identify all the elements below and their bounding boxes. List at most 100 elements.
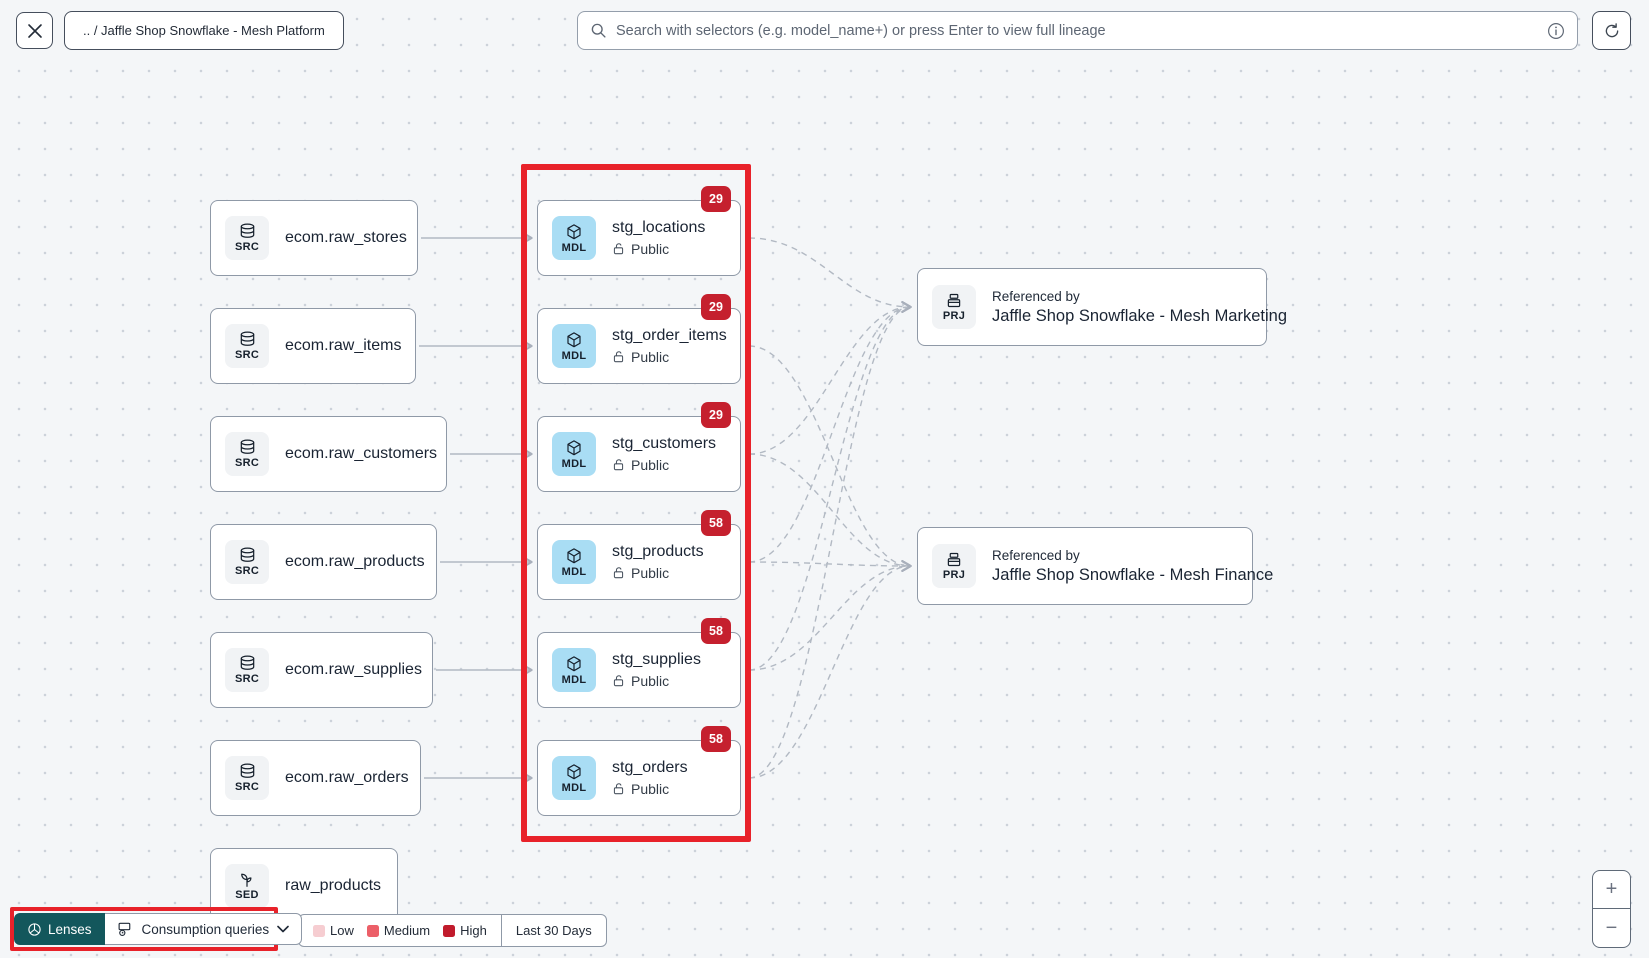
unlock-icon <box>613 567 624 579</box>
query-lens-icon <box>118 922 130 937</box>
node-label: ecom.raw_orders <box>285 769 409 786</box>
node-type-label: SRC <box>234 349 260 361</box>
node-label: ecom.raw_supplies <box>285 661 422 678</box>
close-icon <box>27 23 42 38</box>
refresh-button[interactable] <box>1592 11 1631 50</box>
cube-icon <box>567 763 581 779</box>
node-type-label: SRC <box>234 673 260 685</box>
consumption-count-badge: 29 <box>701 402 731 428</box>
chevron-down-icon <box>277 925 289 933</box>
node-model-stg-order-items[interactable]: 29 MDL stg_order_items Public <box>537 294 741 384</box>
model-column-highlight <box>521 164 751 842</box>
node-label: stg_locations <box>612 219 706 236</box>
node-source-raw-stores[interactable]: SRC ecom.raw_stores <box>210 200 418 276</box>
referenced-by-label: Referenced by <box>992 547 1080 563</box>
zoom-in-button[interactable]: + <box>1593 871 1630 909</box>
database-icon <box>240 223 254 238</box>
database-icon <box>240 547 254 562</box>
time-range-label: Last 30 Days <box>515 923 592 938</box>
model-iconbox: MDL <box>552 540 596 584</box>
access-label: Public <box>631 241 670 257</box>
node-type-label: SRC <box>234 241 260 253</box>
project-iconbox: PRJ <box>932 544 976 588</box>
close-button[interactable] <box>16 12 53 49</box>
database-icon <box>240 439 254 454</box>
node-type-label: MDL <box>561 349 587 362</box>
node-label: stg_customers <box>612 435 717 452</box>
node-model-stg-customers[interactable]: 29 MDL stg_customers Public <box>537 402 741 492</box>
node-source-raw-items[interactable]: SRC ecom.raw_items <box>210 308 416 384</box>
legend-swatch-medium <box>366 924 379 937</box>
seedling-icon <box>241 873 252 887</box>
node-model-stg-orders[interactable]: 58 MDL stg_orders Public <box>537 726 741 816</box>
source-iconbox: SRC <box>225 540 269 584</box>
source-iconbox: SRC <box>225 324 269 368</box>
node-label: stg_supplies <box>612 651 701 668</box>
access-label: Public <box>631 565 670 581</box>
consumption-count-badge: 58 <box>701 618 731 644</box>
cube-icon <box>567 655 581 671</box>
node-label: ecom.raw_items <box>285 337 402 354</box>
legend-swatch-low <box>313 924 325 937</box>
lens-selector[interactable]: Consumption queries <box>104 913 303 945</box>
cube-icon <box>567 547 581 563</box>
project-name: Jaffle Shop Snowflake - Mesh Marketing <box>992 306 1288 325</box>
model-iconbox: MDL <box>552 432 596 476</box>
lens-bar: Lenses Consumption queries <box>14 913 303 945</box>
unlock-icon <box>613 351 624 363</box>
consumption-count-badge: 58 <box>701 510 731 536</box>
archive-box-icon <box>947 293 961 308</box>
legend-label-medium: Medium <box>383 923 431 938</box>
node-source-raw-customers[interactable]: SRC ecom.raw_customers <box>210 416 447 492</box>
node-type-label: SRC <box>234 781 260 793</box>
legend-label-high: High <box>460 923 487 938</box>
consumption-count-badge: 58 <box>701 726 731 752</box>
unlock-icon <box>613 675 624 687</box>
node-project-mesh-finance[interactable]: PRJ Referenced by Jaffle Shop Snowflake … <box>917 527 1273 605</box>
search-input[interactable] <box>616 22 1538 39</box>
node-type-label: MDL <box>561 781 587 794</box>
model-iconbox: MDL <box>552 216 596 260</box>
zoom-out-button[interactable]: − <box>1605 916 1618 939</box>
node-seed-raw-products[interactable]: SED raw_products <box>210 848 398 924</box>
search-bar[interactable] <box>577 11 1578 50</box>
database-icon <box>240 763 254 778</box>
lens-icon <box>28 922 41 936</box>
cube-icon <box>567 439 581 455</box>
node-source-raw-products[interactable]: SRC ecom.raw_products <box>210 524 437 600</box>
node-source-raw-orders[interactable]: SRC ecom.raw_orders <box>210 740 421 816</box>
node-project-mesh-marketing[interactable]: PRJ Referenced by Jaffle Shop Snowflake … <box>917 268 1287 346</box>
node-type-label: PRJ <box>942 310 966 322</box>
node-type-label: MDL <box>561 565 587 578</box>
legend-swatch-high <box>443 924 456 937</box>
cube-icon <box>567 331 581 347</box>
node-label: ecom.raw_customers <box>285 445 438 462</box>
model-iconbox: MDL <box>552 648 596 692</box>
lens-selector-value: Consumption queries <box>141 921 270 937</box>
node-type-label: PRJ <box>942 569 966 581</box>
node-label: ecom.raw_stores <box>285 229 407 246</box>
node-source-raw-supplies[interactable]: SRC ecom.raw_supplies <box>210 632 433 708</box>
legend-item-low: Low <box>313 923 354 938</box>
source-iconbox: SRC <box>225 216 269 260</box>
node-model-stg-locations[interactable]: 29 MDL stg_locations Public <box>537 186 741 276</box>
project-name: Jaffle Shop Snowflake - Mesh Finance <box>992 565 1274 584</box>
consumption-count-badge: 29 <box>701 294 731 320</box>
referenced-by-label: Referenced by <box>992 288 1080 304</box>
archive-box-icon <box>947 552 961 567</box>
database-icon <box>240 655 254 670</box>
source-iconbox: SRC <box>225 648 269 692</box>
seed-iconbox: SED <box>225 864 269 908</box>
info-icon[interactable] <box>1547 22 1565 40</box>
lenses-button[interactable]: Lenses <box>14 913 105 945</box>
unlock-icon <box>613 459 624 471</box>
cube-icon <box>567 223 581 239</box>
source-iconbox: SRC <box>225 756 269 800</box>
node-model-stg-products[interactable]: 58 MDL stg_products Public <box>537 510 741 600</box>
source-iconbox: SRC <box>225 432 269 476</box>
breadcrumb[interactable]: .. / Jaffle Shop Snowflake - Mesh Platfo… <box>64 11 344 50</box>
breadcrumb-text: .. / Jaffle Shop Snowflake - Mesh Platfo… <box>83 23 325 38</box>
legend-time-range: Last 30 Days <box>500 915 606 946</box>
node-model-stg-supplies[interactable]: 58 MDL stg_supplies Public <box>537 618 741 708</box>
